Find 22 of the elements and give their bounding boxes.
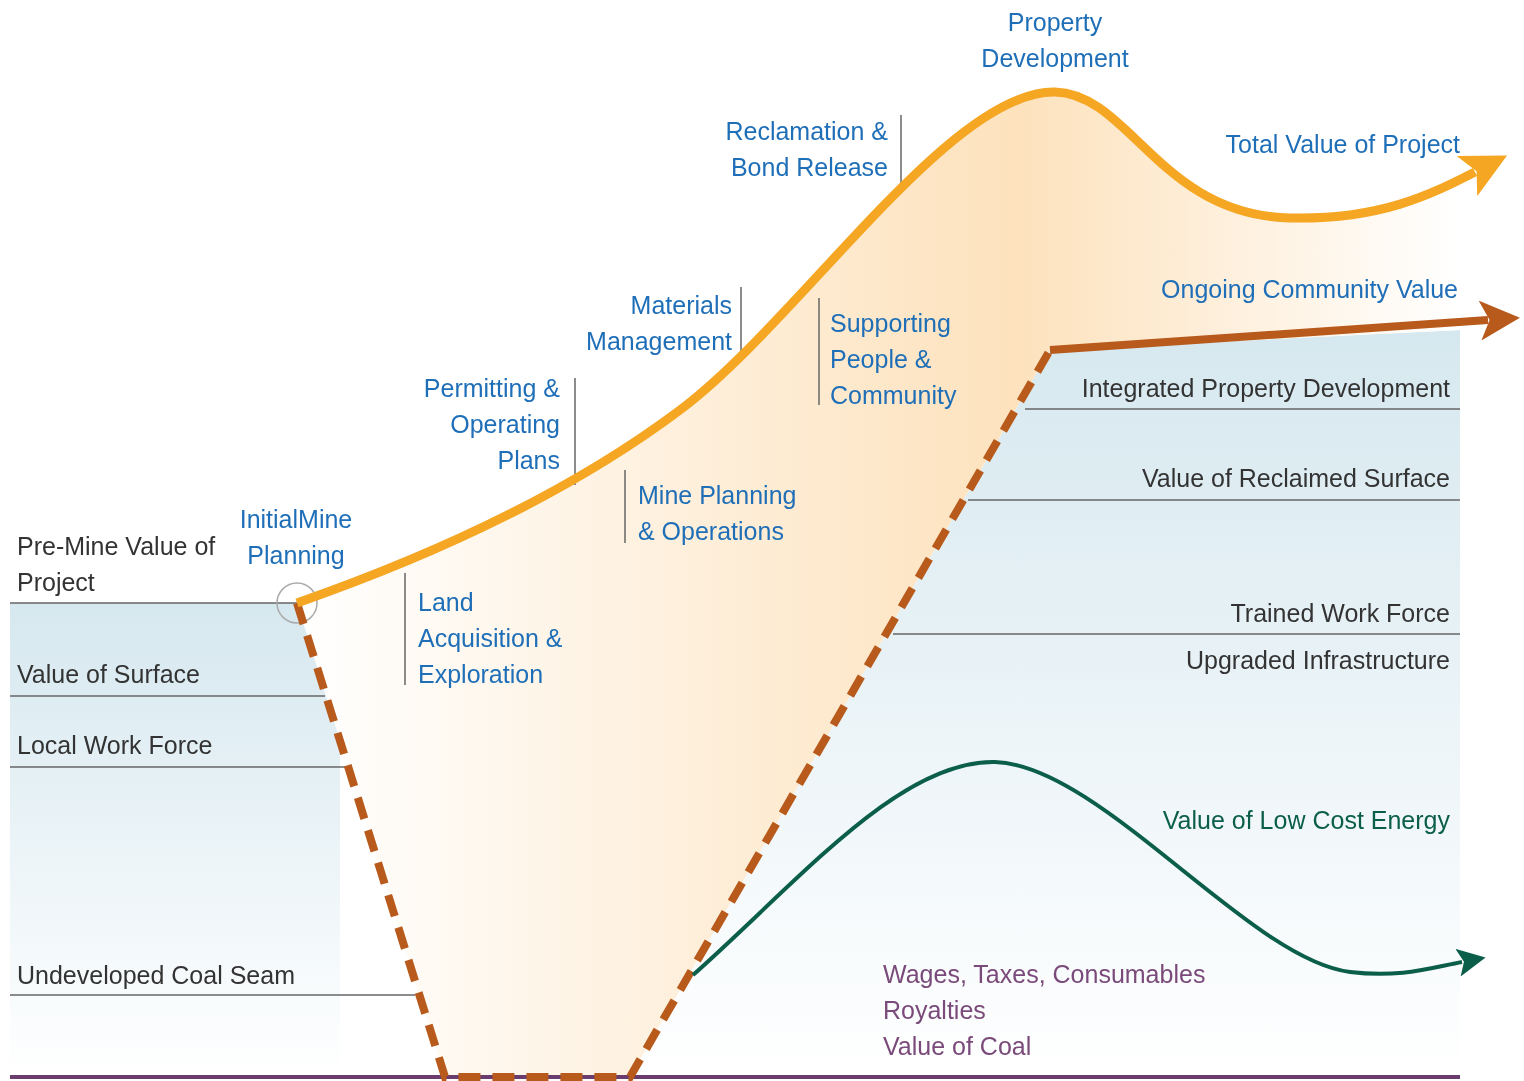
stage-label: InitialMine Planning <box>238 504 354 571</box>
value-label: Value of Surface <box>17 659 200 690</box>
value-label: Royalties <box>883 995 986 1026</box>
value-label: Upgraded Infrastructure <box>1185 645 1450 676</box>
value-label: Undeveloped Coal Seam <box>17 960 295 991</box>
value-label: Trained Work Force <box>1230 598 1450 629</box>
value-label: Pre-Mine Value of Project <box>17 531 217 598</box>
stage-label: Supporting People & Community <box>830 308 958 411</box>
value-label: Local Work Force <box>17 730 213 761</box>
value-label: Integrated Property Development <box>1081 373 1450 404</box>
stage-label: Mine Planning & Operations <box>638 480 798 547</box>
curve-label: Total Value of Project <box>1225 129 1460 160</box>
value-label: Value of Coal <box>883 1031 1032 1062</box>
stage-label: Land Acquisition & Exploration <box>418 587 564 690</box>
stage-label: Reclamation & Bond Release <box>724 116 888 183</box>
stage-label: Permitting & Operating Plans <box>422 373 560 476</box>
value-label: Wages, Taxes, Consumables <box>883 959 1206 990</box>
curve-label: Ongoing Community Value <box>1161 274 1458 305</box>
curve-label: Value of Low Cost Energy <box>1162 805 1450 836</box>
stage-label: Property Development <box>980 7 1130 74</box>
stage-label: Materials Management <box>585 290 732 357</box>
value-label: Value of Reclaimed Surface <box>1141 463 1450 494</box>
